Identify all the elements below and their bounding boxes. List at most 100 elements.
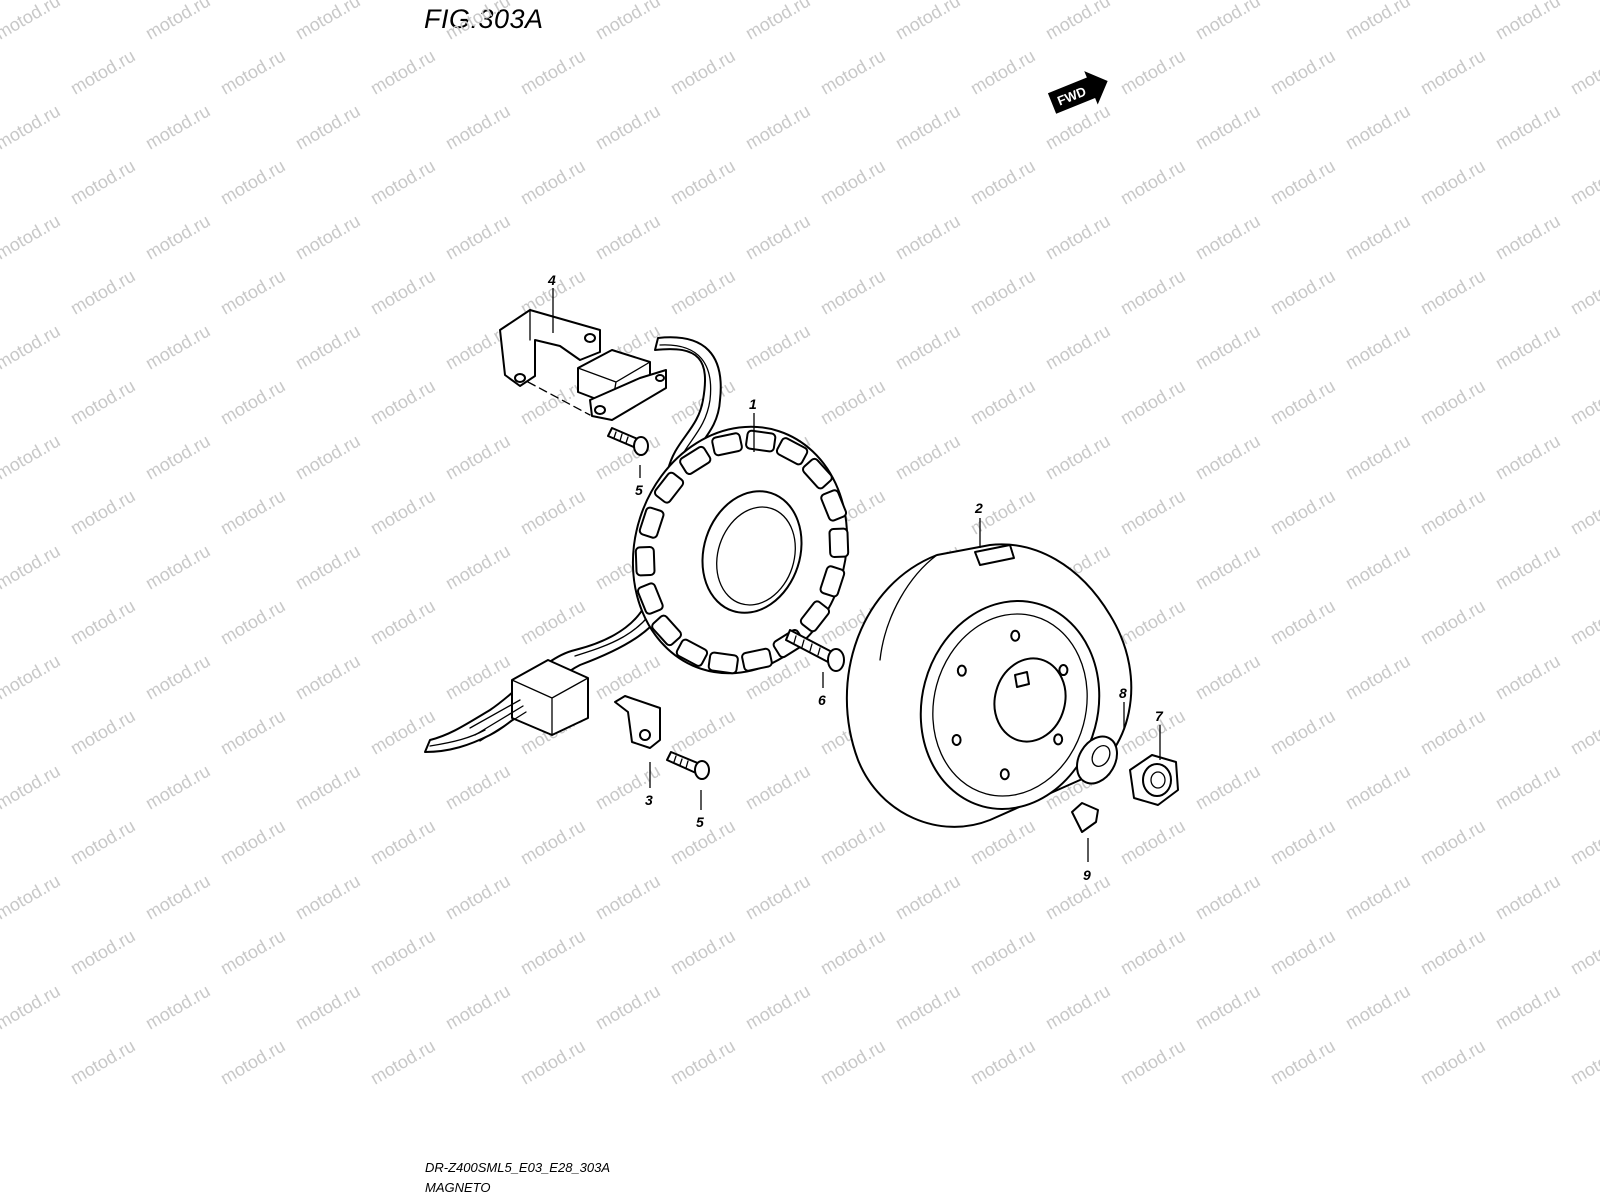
watermark-text: motod.ru <box>1117 46 1189 99</box>
watermark-text: motod.ru <box>142 761 214 814</box>
watermark-text: motod.ru <box>817 926 889 979</box>
watermark-text: motod.ru <box>442 761 514 814</box>
stator-pole <box>741 647 773 672</box>
watermark-text: motod.ru <box>1342 761 1414 814</box>
watermark-text: motod.ru <box>967 46 1039 99</box>
watermark-text: motod.ru <box>142 541 214 594</box>
stator-pole <box>675 638 709 667</box>
key-part-9 <box>1071 802 1099 833</box>
callout-1: 1 <box>749 396 757 412</box>
watermark-text: motod.ru <box>1567 266 1600 319</box>
watermark-text: motod.ru <box>1342 651 1414 704</box>
watermark-text: motod.ru <box>1042 871 1114 924</box>
watermark-text: motod.ru <box>1492 321 1564 374</box>
callout-4: 4 <box>547 272 556 288</box>
watermark-text: motod.ru <box>817 46 889 99</box>
watermark-text: motod.ru <box>1117 486 1189 539</box>
watermark-text: motod.ru <box>1342 541 1414 594</box>
callout-5-upper: 5 <box>635 482 643 498</box>
callout-5-lower: 5 <box>696 814 704 830</box>
watermark-text: motod.ru <box>442 431 514 484</box>
watermark-text: motod.ru <box>742 211 814 264</box>
watermark-text: motod.ru <box>892 0 964 43</box>
watermark-text: motod.ru <box>442 541 514 594</box>
watermark-text: motod.ru <box>892 871 964 924</box>
watermark-text: motod.ru <box>1267 156 1339 209</box>
watermark-text: motod.ru <box>1417 486 1489 539</box>
watermark-text: motod.ru <box>1342 981 1414 1034</box>
watermark-text: motod.ru <box>442 651 514 704</box>
connector-upper <box>577 349 667 421</box>
watermark-text: motod.ru <box>1492 981 1564 1034</box>
watermark-text: motod.ru <box>517 156 589 209</box>
watermark-text: motod.ru <box>667 156 739 209</box>
watermark-text: motod.ru <box>67 266 139 319</box>
watermark-text: motod.ru <box>292 651 364 704</box>
bracket-part-4 <box>499 309 601 416</box>
watermark-text: motod.ru <box>67 46 139 99</box>
watermark-text: motod.ru <box>892 101 964 154</box>
watermark-text: motod.ru <box>517 816 589 869</box>
rotor-hole <box>1010 629 1021 642</box>
watermark-text: motod.ru <box>1567 1036 1600 1089</box>
watermark-text: motod.ru <box>1042 0 1114 43</box>
watermark-text: motod.ru <box>517 596 589 649</box>
watermark-text: motod.ru <box>967 156 1039 209</box>
watermark-text: motod.ru <box>592 211 664 264</box>
watermark-text: motod.ru <box>517 1036 589 1089</box>
watermark-text: motod.ru <box>1567 706 1600 759</box>
callout-3: 3 <box>645 792 653 808</box>
watermark-text: motod.ru <box>1117 596 1189 649</box>
rotor-hole <box>999 768 1010 781</box>
watermark-text: motod.ru <box>967 1036 1039 1089</box>
watermark-text: motod.ru <box>67 376 139 429</box>
stator-pole <box>802 457 833 490</box>
watermark-text: motod.ru <box>967 266 1039 319</box>
watermark-text: motod.ru <box>0 871 64 924</box>
watermark-text: motod.ru <box>742 0 814 43</box>
rotor-part-2 <box>845 543 1133 828</box>
watermark-text: motod.ru <box>217 376 289 429</box>
watermark-text: motod.ru <box>367 926 439 979</box>
watermark-text: motod.ru <box>742 321 814 374</box>
watermark-text: motod.ru <box>1192 761 1264 814</box>
watermark-text: motod.ru <box>1492 541 1564 594</box>
watermark-text: motod.ru <box>367 376 439 429</box>
callout-labels: 4 1 5 2 6 8 7 3 5 9 <box>547 272 1164 883</box>
rotor-hole <box>956 664 967 677</box>
bolt-part-5-upper <box>607 427 649 456</box>
watermark-text: motod.ru <box>1117 266 1189 319</box>
watermark-text: motod.ru <box>1042 101 1114 154</box>
watermark-text: motod.ru <box>1417 926 1489 979</box>
stator-pole <box>775 437 809 466</box>
bolt-part-6 <box>785 629 845 672</box>
watermark-text: motod.ru <box>1567 486 1600 539</box>
watermark-text: motod.ru <box>217 816 289 869</box>
watermark-text: motod.ru <box>667 266 739 319</box>
watermark-text: motod.ru <box>817 1036 889 1089</box>
watermark-text: motod.ru <box>1267 266 1339 319</box>
watermark-text: motod.ru <box>592 761 664 814</box>
watermark-text: motod.ru <box>1192 981 1264 1034</box>
watermark-text: motod.ru <box>967 926 1039 979</box>
watermark-text: motod.ru <box>142 0 214 43</box>
watermark-text: motod.ru <box>367 486 439 539</box>
watermark-text: motod.ru <box>292 101 364 154</box>
watermark-text: motod.ru <box>1117 816 1189 869</box>
watermark-text: motod.ru <box>0 101 64 154</box>
watermark-text: motod.ru <box>1192 871 1264 924</box>
watermark-text: motod.ru <box>1417 46 1489 99</box>
watermark-text: motod.ru <box>1417 266 1489 319</box>
stator-pole <box>828 527 850 558</box>
watermark-text: motod.ru <box>292 871 364 924</box>
watermark-text: motod.ru <box>592 651 664 704</box>
watermark-text: motod.ru <box>1492 101 1564 154</box>
watermark-text: motod.ru <box>217 596 289 649</box>
watermark-text: motod.ru <box>892 211 964 264</box>
watermark-text: motod.ru <box>142 101 214 154</box>
watermark-text: motod.ru <box>1117 376 1189 429</box>
watermark-text: motod.ru <box>1417 706 1489 759</box>
watermark-text: motod.ru <box>67 816 139 869</box>
watermark-text: motod.ru <box>292 981 364 1034</box>
watermark-text: motod.ru <box>742 101 814 154</box>
